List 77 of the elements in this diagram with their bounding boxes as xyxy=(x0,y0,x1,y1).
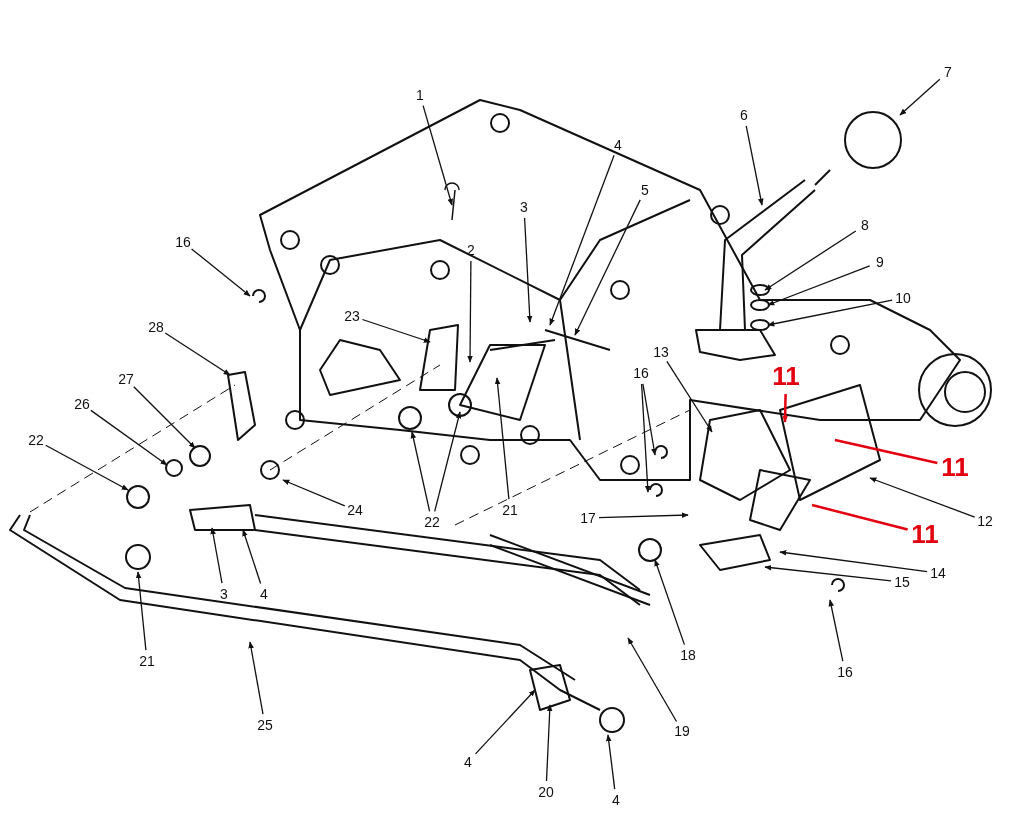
leader-line xyxy=(764,564,892,582)
callout-number: 1 xyxy=(416,87,424,103)
callout-number: 28 xyxy=(148,319,164,335)
leader-line xyxy=(779,550,928,573)
callout-number: 27 xyxy=(118,371,134,387)
leader-line xyxy=(135,571,147,651)
leader-line xyxy=(834,438,938,465)
leader-line xyxy=(434,411,462,512)
leader-line xyxy=(361,318,431,343)
callout-number: 5 xyxy=(641,182,649,198)
callout-number: 21 xyxy=(502,502,518,518)
callout-number: 12 xyxy=(977,513,993,529)
leader-line xyxy=(410,431,431,512)
leader-line xyxy=(869,477,976,518)
leader-line xyxy=(474,689,536,755)
callout-number: 6 xyxy=(740,107,748,123)
leader-line xyxy=(574,199,641,336)
callout-number: 17 xyxy=(580,510,596,526)
callout-number: 11 xyxy=(772,362,800,390)
leader-line xyxy=(899,78,941,116)
callout-number: 16 xyxy=(837,664,853,680)
leader-line xyxy=(210,527,223,584)
callout-number: 9 xyxy=(876,254,884,270)
callout-number: 19 xyxy=(674,723,690,739)
leader-line xyxy=(545,704,553,782)
callout-number: 7 xyxy=(944,64,952,80)
callout-number: 16 xyxy=(175,234,191,250)
callout-number: 18 xyxy=(680,647,696,663)
leader-line xyxy=(282,479,346,507)
leader-line xyxy=(654,559,686,646)
callout-number: 26 xyxy=(74,396,90,412)
leader-line xyxy=(642,383,657,456)
leader-line xyxy=(606,734,616,790)
leader-line xyxy=(767,265,871,306)
leader-line xyxy=(248,641,264,715)
callout-number: 22 xyxy=(28,432,44,448)
leader-line xyxy=(782,393,788,423)
callout-number: 4 xyxy=(464,754,472,770)
callout-number: 25 xyxy=(257,717,273,733)
callout-number: 24 xyxy=(347,502,363,518)
leader-line xyxy=(45,444,129,491)
callout-number: 14 xyxy=(930,565,946,581)
callout-number: 4 xyxy=(612,792,620,808)
leader-line xyxy=(164,332,231,376)
callout-number: 11 xyxy=(911,520,939,548)
leader-line xyxy=(598,512,689,519)
callout-number: 3 xyxy=(220,586,228,602)
leader-line xyxy=(90,409,168,466)
leader-line xyxy=(549,154,615,326)
leader-line xyxy=(640,383,651,493)
leader-line xyxy=(467,260,473,363)
callout-number: 21 xyxy=(139,653,155,669)
leader-line xyxy=(666,360,713,433)
callout-number: 20 xyxy=(538,784,554,800)
callout-number: 13 xyxy=(653,344,669,360)
callout-number: 16 xyxy=(633,365,649,381)
leader-line xyxy=(811,503,908,531)
leader-line xyxy=(764,230,857,291)
callout-number: 10 xyxy=(895,290,911,306)
callout-number: 4 xyxy=(260,586,268,602)
callout-number: 22 xyxy=(424,514,440,530)
callout-number: 3 xyxy=(520,199,528,215)
leader-line xyxy=(242,529,262,585)
leader-line xyxy=(422,104,453,206)
leader-line xyxy=(133,386,196,449)
leader-line xyxy=(745,125,764,206)
leader-line xyxy=(494,377,510,500)
leader-line xyxy=(523,217,533,323)
callout-number: 11 xyxy=(941,453,969,481)
callout-number: 8 xyxy=(861,217,869,233)
leader-line xyxy=(828,599,844,662)
leader-line xyxy=(627,637,678,723)
callout-number: 23 xyxy=(344,308,360,324)
leader-line xyxy=(767,299,893,327)
callout-number: 4 xyxy=(614,137,622,153)
callout-number: 15 xyxy=(894,574,910,590)
leader-line xyxy=(190,248,251,297)
